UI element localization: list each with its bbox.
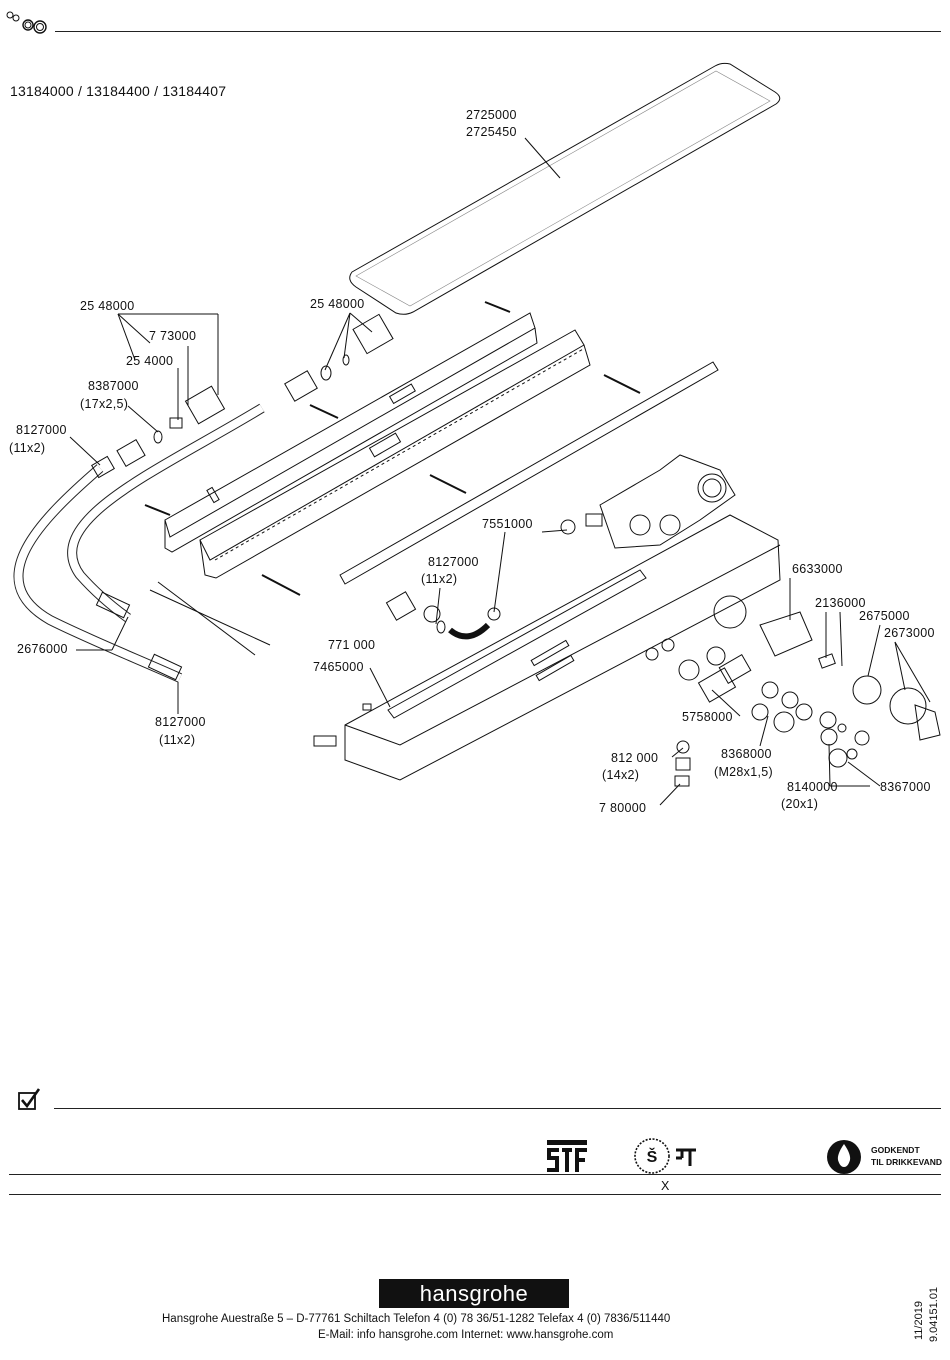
hansgrohe-logo: hansgrohe xyxy=(379,1279,569,1308)
model-numbers: 13184000 / 13184400 / 13184407 xyxy=(10,83,227,99)
callout-filter: 7 80000 xyxy=(599,801,647,815)
callout-nut-m28: 8368000 xyxy=(721,747,772,761)
callout-o-ring-8387000: 8387000 xyxy=(88,379,139,393)
certification-rule-mid xyxy=(9,1174,941,1175)
certification-mark: X xyxy=(661,1179,670,1193)
certification-rule-bottom xyxy=(9,1194,941,1195)
footer-contact: E-Mail: info hansgrohe.com Internet: www… xyxy=(318,1329,614,1341)
callout-o-ring-hose-left-size: (11x2) xyxy=(9,441,46,455)
godkendt-line1: GODKENDT xyxy=(871,1145,920,1155)
cartridge xyxy=(759,611,813,657)
callout-nut-m28-size: (M28x1,5) xyxy=(714,765,773,779)
comb-strip xyxy=(339,361,719,585)
callout-screw: 2136000 xyxy=(815,596,866,610)
cover-plate xyxy=(349,62,781,315)
footer-doc-number: 9.04151.01 xyxy=(928,1286,940,1342)
callout-connector: 771 000 xyxy=(328,638,376,652)
callout-left-elbow-set: 25 48000 xyxy=(80,299,135,313)
callout-right-elbow-set: 25 48000 xyxy=(310,297,365,311)
header-rule xyxy=(55,31,941,32)
callout-thermo-cartridge: 5758000 xyxy=(682,710,733,724)
callout-o-ring-hose-left: 8127000 xyxy=(16,423,67,437)
callout-o-ring-8387000-size: (17x2,5) xyxy=(80,397,129,411)
callout-cap: 8367000 xyxy=(880,780,931,794)
callout-nut: 7 73000 xyxy=(149,329,197,343)
callout-handle: 2673000 xyxy=(884,626,935,640)
callout-o-ring-hose-bottom-size: (11x2) xyxy=(159,733,196,747)
callout-filter-ring-size: (14x2) xyxy=(602,768,640,782)
checkmark-icon xyxy=(18,1088,41,1110)
footer-address: Hansgrohe Auestraße 5 – D-77761 Schiltac… xyxy=(162,1313,671,1325)
water-drop-logo-icon xyxy=(827,1140,861,1174)
callout-check-valve: 25 4000 xyxy=(126,354,174,368)
callout-o-ring-mid: 8127000 xyxy=(428,555,479,569)
pipe xyxy=(387,569,647,719)
callout-filter-ring: 812 000 xyxy=(611,751,659,765)
exploded-view-drawing xyxy=(13,62,941,806)
callout-sleeve: 2675000 xyxy=(859,609,910,623)
tray xyxy=(344,514,781,781)
callout-hose: 2676000 xyxy=(17,642,68,656)
kiwa-certification-logo-icon: Š xyxy=(634,1138,696,1174)
stf-logo-icon xyxy=(547,1140,587,1172)
callout-cover-plate-1: 2725000 xyxy=(466,108,517,122)
callout-clamp: 7551000 xyxy=(482,517,533,531)
callout-o-ring-mid-size: (11x2) xyxy=(421,572,458,586)
footer-date: 11/2019 xyxy=(913,1301,925,1340)
callout-cover-plate-2: 2725450 xyxy=(466,125,517,139)
callout-cartridge: 6633000 xyxy=(792,562,843,576)
svg-text:Š: Š xyxy=(647,1147,658,1166)
callout-o-ring-hose-bottom: 8127000 xyxy=(155,715,206,729)
callout-o-ring-20: 8140000 xyxy=(787,780,838,794)
callout-o-ring-20-size: (20x1) xyxy=(781,797,819,811)
callout-pipe: 7465000 xyxy=(313,660,364,674)
spare-parts-icon xyxy=(6,11,47,34)
certification-rule-top xyxy=(54,1108,941,1109)
left-rail xyxy=(164,312,536,538)
valve-body xyxy=(599,454,736,549)
godkendt-line2: TIL DRIKKEVAND xyxy=(871,1157,942,1167)
